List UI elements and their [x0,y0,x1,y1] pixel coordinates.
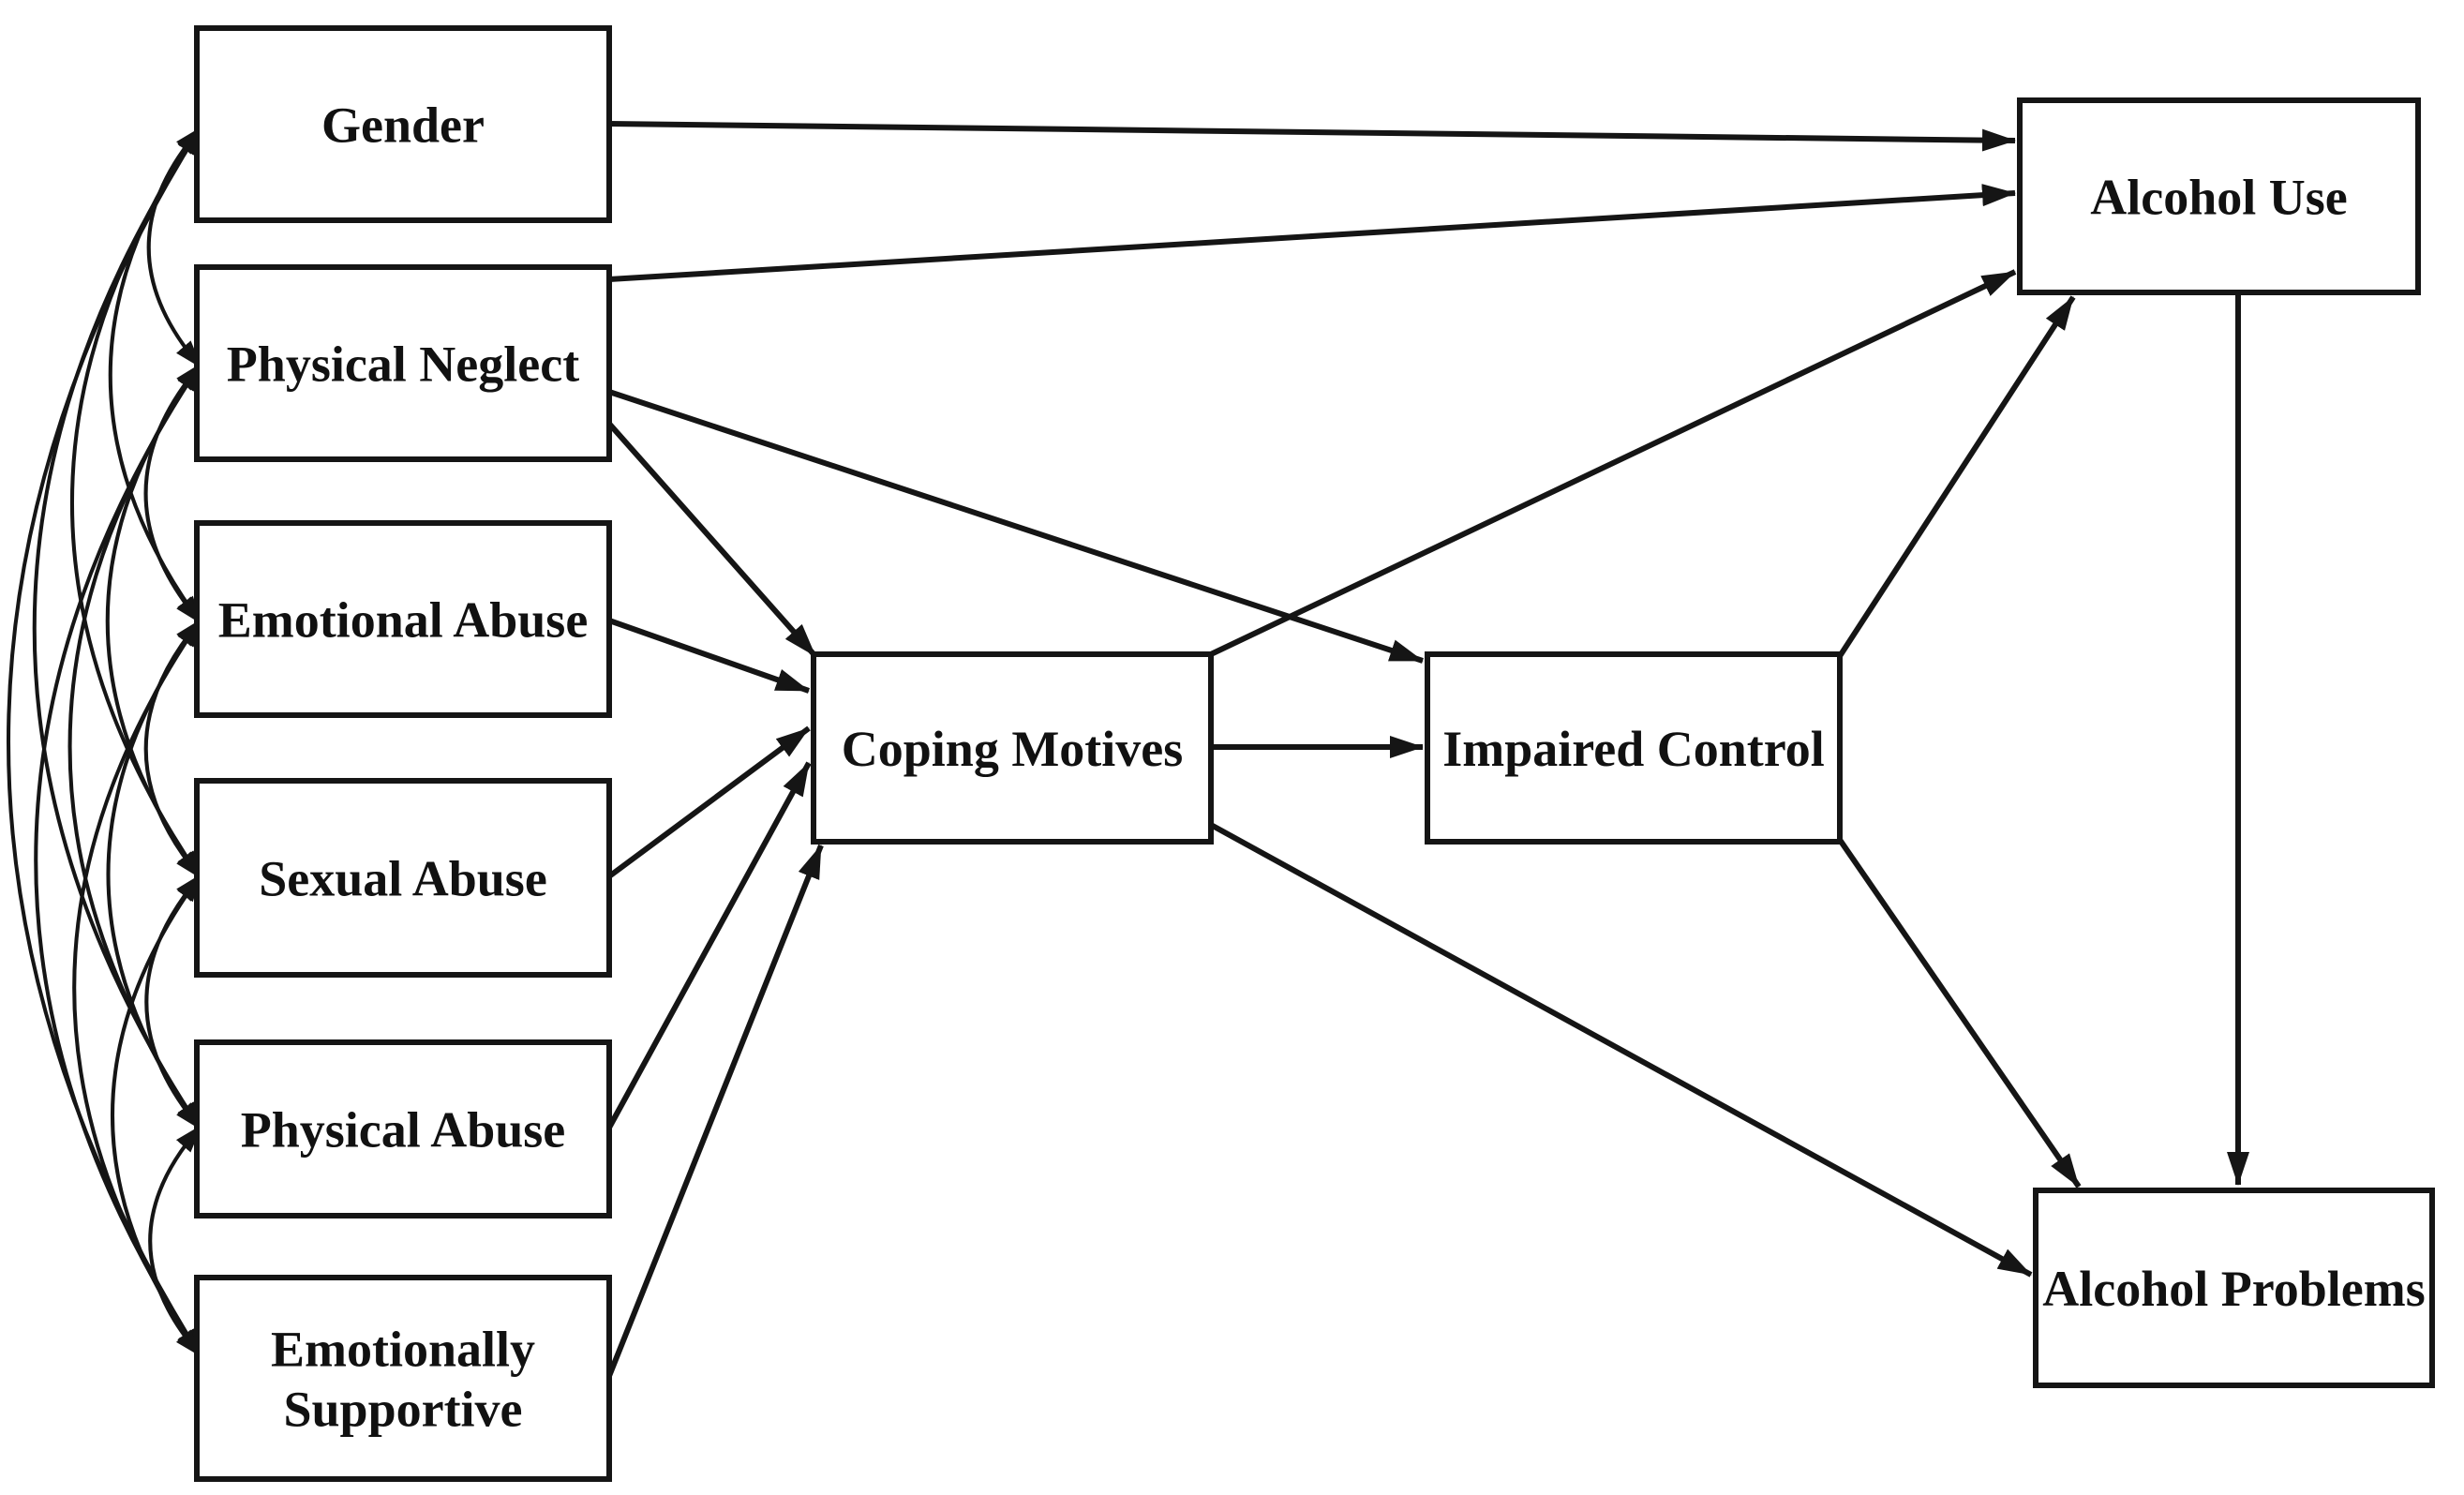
path-arrows [606,121,2249,1378]
node-impaired_control-label: Impaired Control [1442,721,1825,777]
covariance-arc-physical_abuse--emotionally_supportive [148,1124,202,1358]
node-alcohol_use: Alcohol Use [2017,97,2421,295]
node-impaired_control: Impaired Control [1425,651,1843,845]
node-physical_abuse: Physical Abuse [194,1039,612,1218]
node-gender: Gender [194,25,612,223]
arrow-physical_neglect-to-impaired_control [608,389,1424,664]
covariance-arc-gender--physical_abuse [32,126,202,1131]
arrow-gender-to-alcohol_use [608,121,2016,152]
node-physical_neglect: Physical Neglect [194,264,612,462]
node-physical_abuse-label: Physical Abuse [241,1102,566,1159]
arrow-coping_motives-to-alcohol_use [1209,269,2017,657]
node-emotional_abuse-label: Emotional Abuse [218,592,589,649]
node-sexual_abuse-label: Sexual Abuse [259,851,547,907]
node-alcohol_problems-label: Alcohol Problems [2042,1261,2425,1317]
arrow-physical_neglect-to-coping_motives [606,422,818,658]
node-emotional_abuse-box [194,520,612,718]
node-gender-box [194,25,612,223]
node-alcohol_problems-box [2033,1188,2435,1388]
arrow-sexual_abuse-to-coping_motives [607,725,811,879]
node-emotionally_supportive-box [194,1275,612,1482]
node-alcohol_problems: Alcohol Problems [2033,1188,2435,1388]
node-emotional_abuse: Emotional Abuse [194,520,612,718]
node-coping_motives-label: Coping Motives [842,721,1184,777]
arrow-physical_abuse-to-coping_motives [606,761,812,1129]
node-coping_motives-box [811,651,1214,845]
node-physical_neglect-box [194,264,612,462]
arrow-emotional_abuse-to-coping_motives [608,618,810,694]
node-sexual_abuse: Sexual Abuse [194,778,612,978]
arrow-impaired_control-to-alcohol_use [1837,295,2076,658]
node-coping_motives: Coping Motives [811,651,1214,845]
node-gender-label: Gender [321,97,485,154]
node-sexual_abuse-box [194,778,612,978]
node-physical_neglect-label: Physical Neglect [227,336,579,393]
covariance-arc-physical_neglect--emotionally_supportive [34,362,202,1358]
node-alcohol_use-label: Alcohol Use [2090,170,2347,226]
arrow-impaired_control-to-alcohol_problems [1837,838,2082,1189]
arrow-physical_neglect-to-alcohol_use [608,184,2016,282]
node-impaired_control-box [1425,651,1843,845]
arrow-emotionally_supportive-to-coping_motives [606,844,824,1378]
covariance-arcs [7,126,202,1358]
node-physical_abuse-box [194,1039,612,1218]
node-alcohol_use-box [2017,97,2421,295]
arrow-coping_motives-to-alcohol_problems [1209,822,2033,1278]
